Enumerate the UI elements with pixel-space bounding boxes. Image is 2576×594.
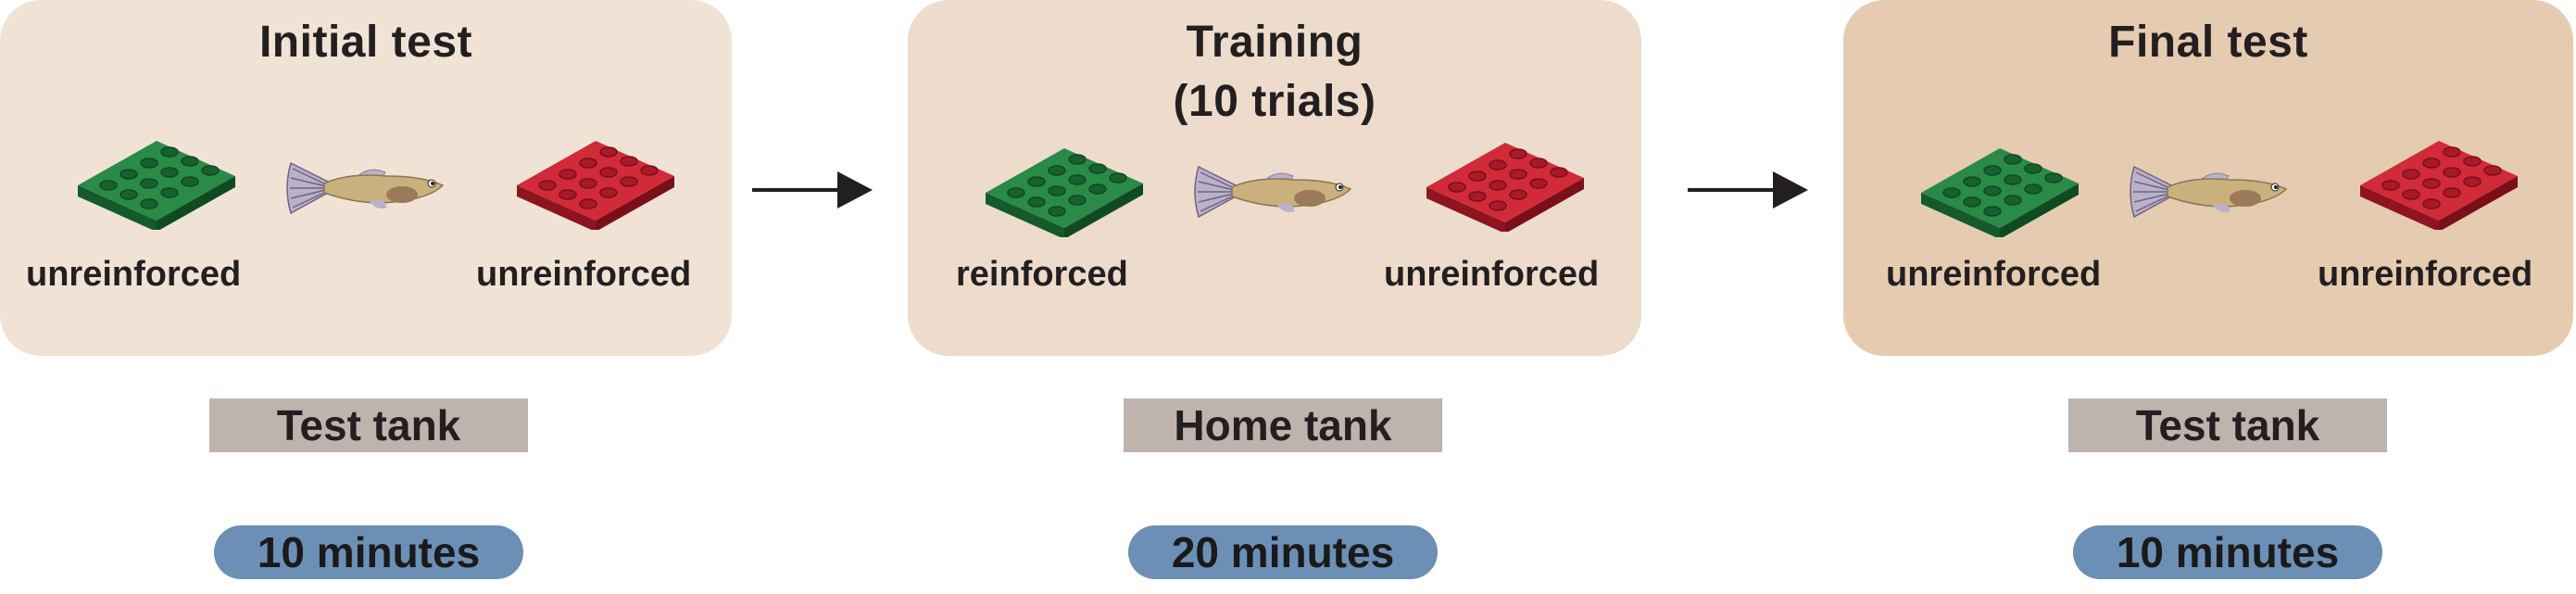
- red-lego-brick-icon: [2360, 137, 2518, 230]
- tank-label: Home tank: [1124, 398, 1442, 452]
- guppy-fish-icon: [283, 156, 450, 221]
- right-object-label: unreinforced: [2318, 255, 2533, 294]
- left-object-label: unreinforced: [26, 255, 242, 294]
- duration-pill: 20 minutes: [1128, 525, 1438, 579]
- right-object-label: unreinforced: [476, 255, 692, 294]
- stage-title-line: Training: [1186, 18, 1363, 67]
- green-lego-brick-icon: [78, 137, 235, 230]
- stage-panel-final-test: Final test unreinforced unreinforced: [1843, 0, 2573, 356]
- duration-pill: 10 minutes: [214, 525, 523, 579]
- stage-title-line: (10 trials): [1173, 77, 1376, 126]
- guppy-fish-icon: [2127, 159, 2293, 224]
- tank-label: Test tank: [209, 398, 528, 452]
- right-object-label: unreinforced: [1384, 255, 1600, 294]
- stage-title-line: Final test: [2108, 18, 2308, 67]
- right-arrow-icon: [1688, 170, 1808, 210]
- stage-title: Training (10 trials): [908, 13, 1641, 132]
- stage-title: Initial test: [0, 13, 732, 72]
- red-lego-brick-icon: [517, 137, 674, 230]
- tank-label: Test tank: [2068, 398, 2387, 452]
- stage-panel-training: Training (10 trials) reinforced unreinfo…: [908, 0, 1641, 356]
- stage-title-line: Initial test: [258, 18, 473, 67]
- duration-pill: 10 minutes: [2073, 525, 2382, 579]
- green-lego-brick-icon: [986, 145, 1143, 237]
- guppy-fish-icon: [1191, 159, 1358, 224]
- left-object-label: unreinforced: [1886, 255, 2102, 294]
- right-arrow-icon: [752, 170, 873, 210]
- stage-title: Final test: [1843, 13, 2573, 72]
- left-object-label: reinforced: [956, 255, 1128, 294]
- green-lego-brick-icon: [1921, 145, 2079, 237]
- stage-panel-initial-test: Initial test unreinforced unreinforced: [0, 0, 732, 356]
- red-lego-brick-icon: [1426, 139, 1584, 232]
